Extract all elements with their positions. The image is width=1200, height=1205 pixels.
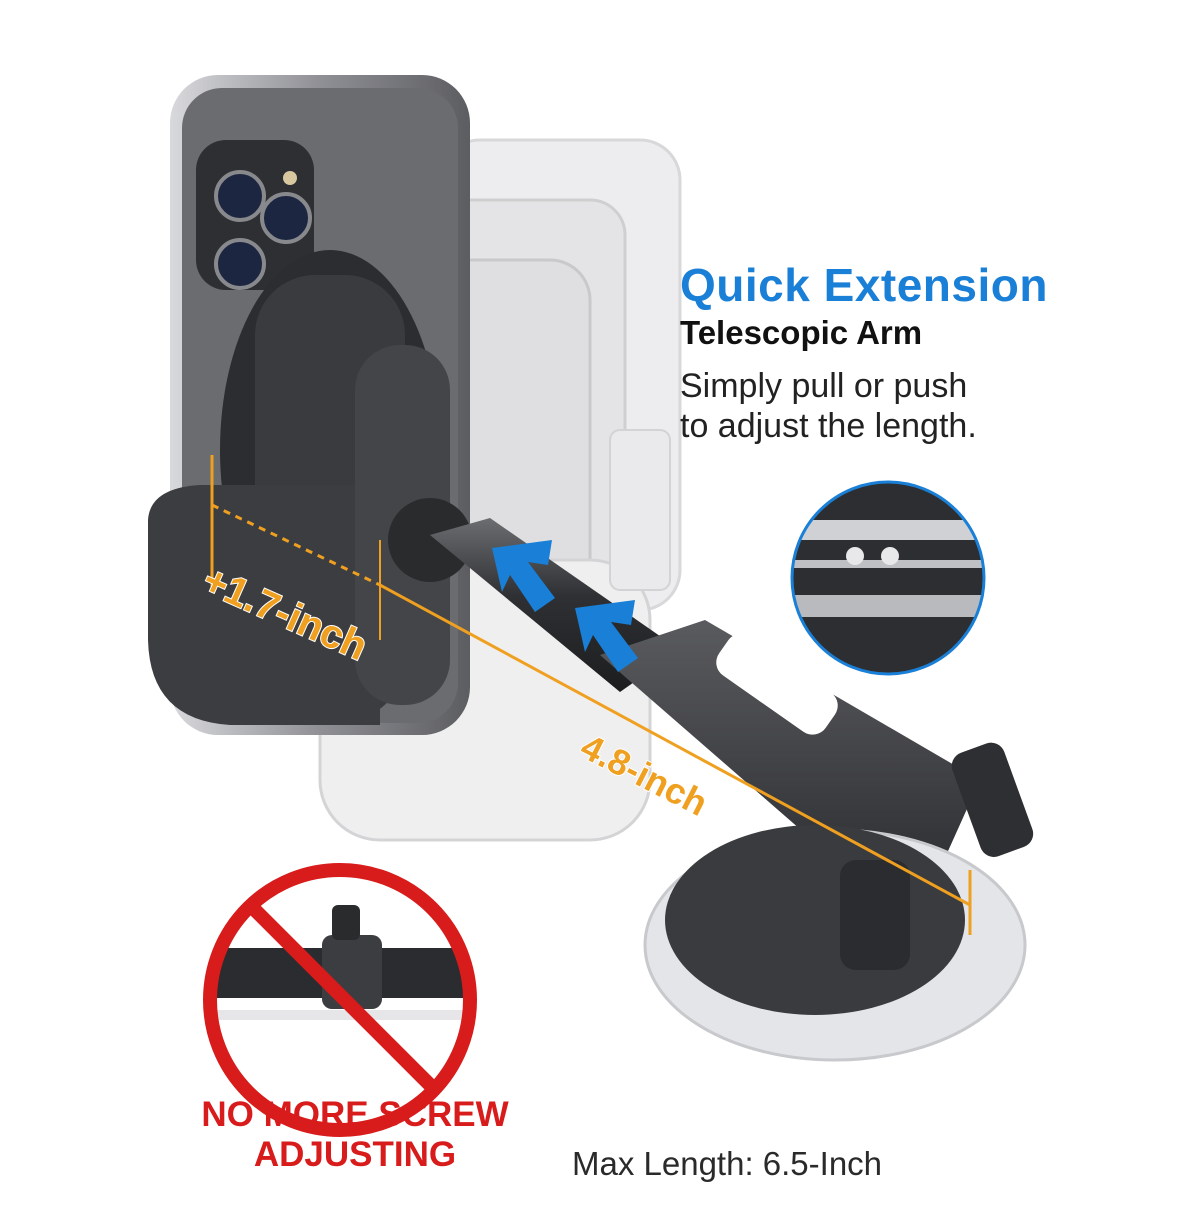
description-line-1: Simply pull or push	[680, 367, 968, 405]
detail-zoom	[790, 480, 986, 676]
suction-base	[643, 825, 1027, 1062]
warning-text: NO MORE SCREW ADJUSTING	[200, 1095, 510, 1175]
phone-holder	[148, 250, 472, 725]
measurement-lines	[210, 455, 972, 935]
feature-subheading: Telescopic Arm	[680, 314, 923, 351]
feature-description: Simply pull or push to adjust the length…	[680, 366, 977, 446]
max-length-caption: Max Length: 6.5-Inch	[572, 1145, 883, 1182]
warning-line-1: NO MORE SCREW	[201, 1095, 509, 1134]
no-sign-icon	[203, 863, 477, 1137]
feature-heading: Quick Extension	[680, 259, 1048, 311]
warning-line-2: ADJUSTING	[253, 1135, 457, 1174]
description-line-2: to adjust the length.	[680, 407, 977, 445]
arrow-left-icon	[492, 540, 638, 672]
